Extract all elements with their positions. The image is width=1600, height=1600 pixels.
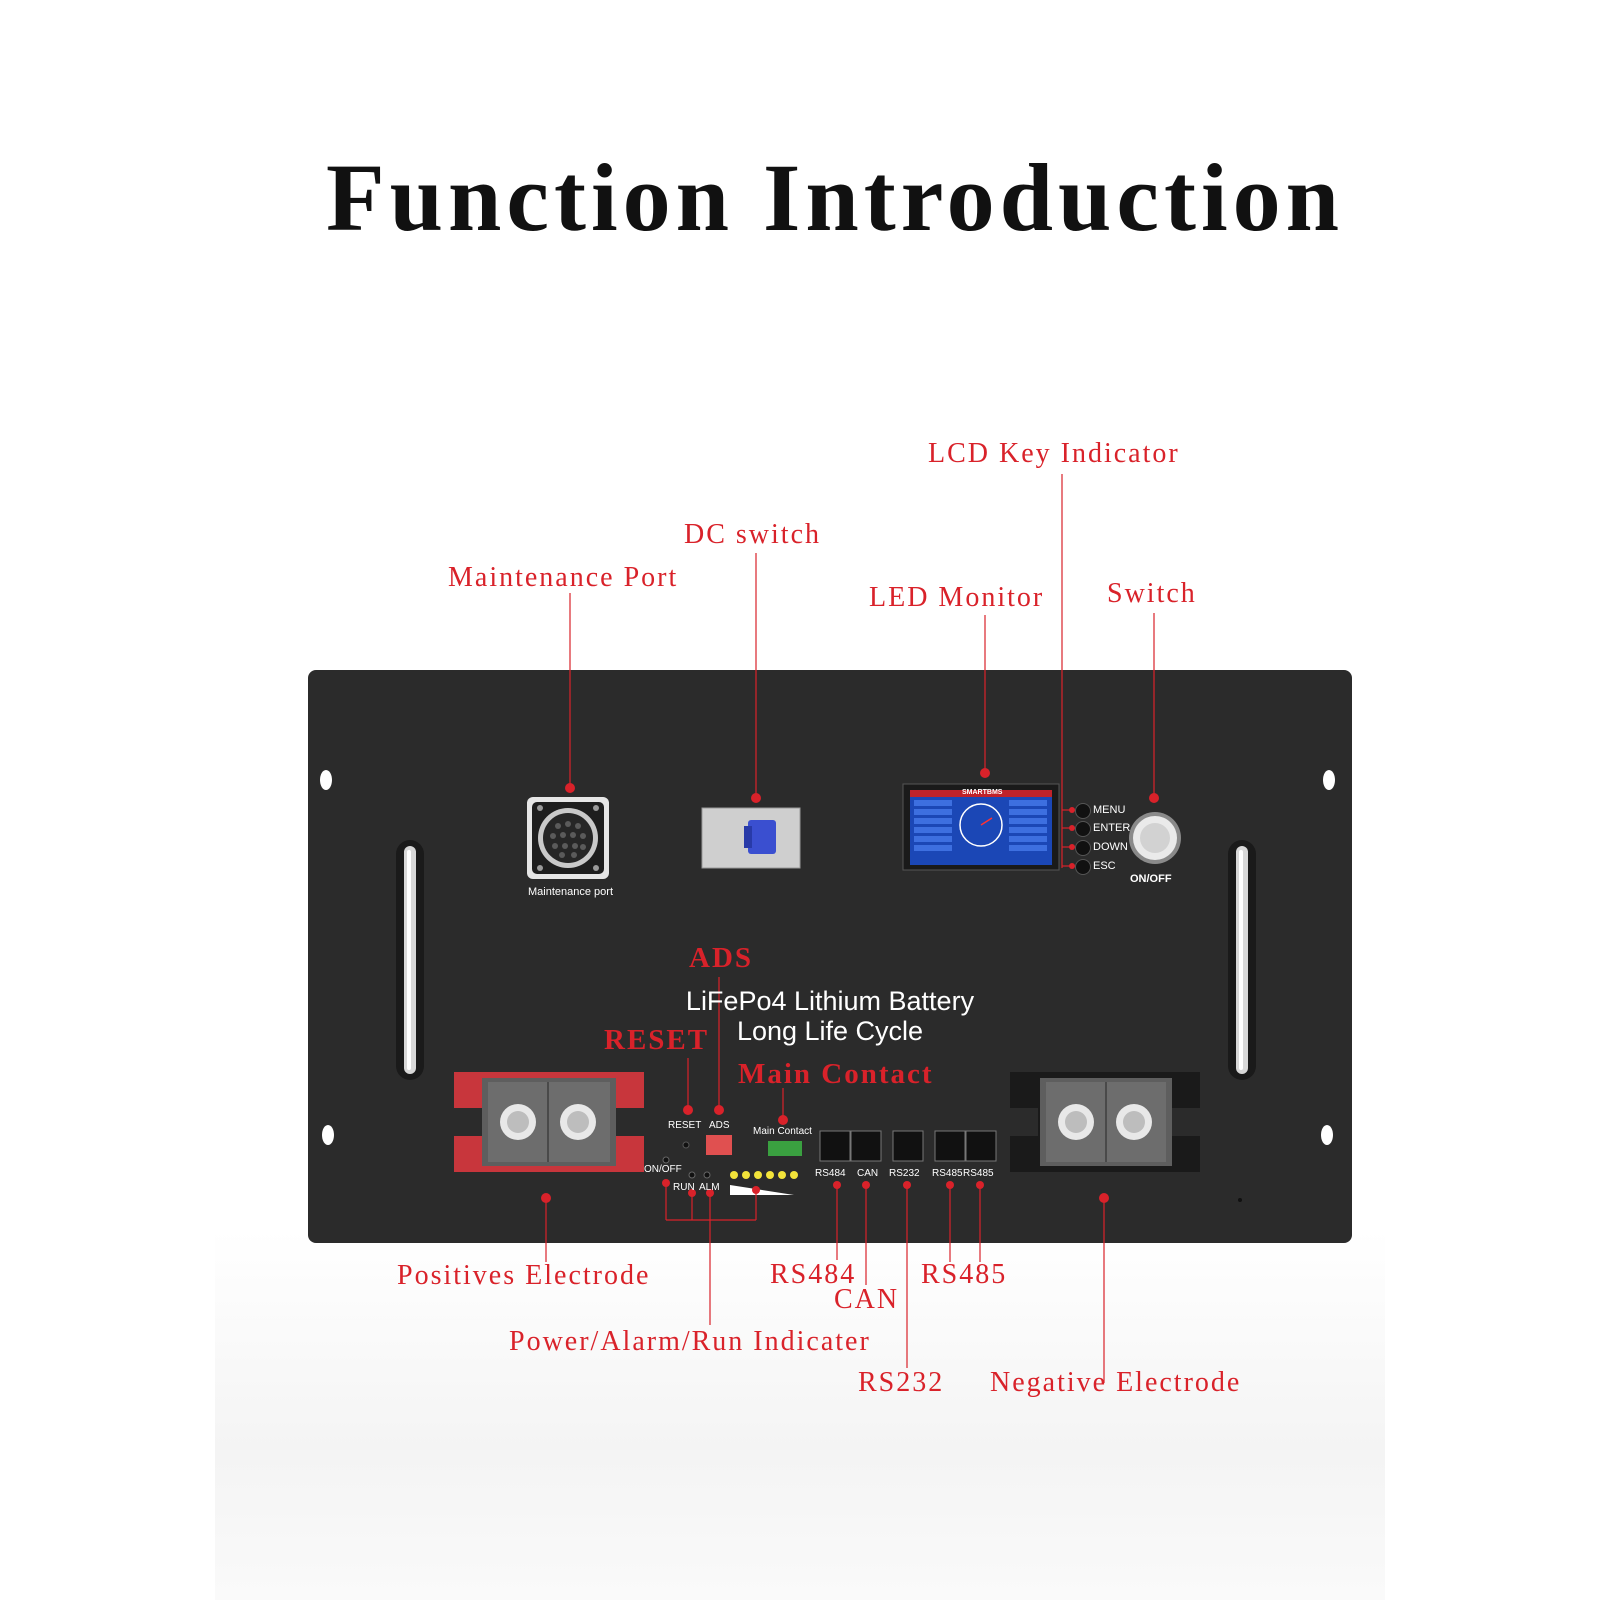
- callout-dc-switch: DC switch: [684, 519, 821, 550]
- lcd-screen-graphic: [902, 783, 1060, 871]
- ads-dip-switch: [706, 1135, 732, 1155]
- down-key[interactable]: [1075, 840, 1091, 856]
- mount-hole-top-right: [1323, 770, 1335, 790]
- callout-positives-electrode: Positives Electrode: [397, 1260, 651, 1291]
- onoff-switch-graphic: [1129, 812, 1181, 864]
- main-contact-terminal: [768, 1141, 802, 1156]
- callout-switch: Switch: [1107, 578, 1197, 609]
- menu-key[interactable]: [1075, 803, 1091, 819]
- port-label-rs485-a: RS485: [932, 1168, 963, 1179]
- down-key-label: DOWN: [1093, 841, 1128, 853]
- mount-hole-bottom-left: [322, 1125, 334, 1145]
- port-label-rs484: RS484: [815, 1168, 846, 1179]
- callout-maintenance-port: Maintenance Port: [448, 562, 679, 593]
- reset-hole: [682, 1141, 690, 1149]
- panel-screw: [1238, 1198, 1242, 1202]
- maintenance-port-label: Maintenance port: [528, 886, 613, 898]
- leader-lines: [545, 474, 1155, 1383]
- callout-main-contact: Main Contact: [738, 1058, 934, 1090]
- run-led: [688, 1171, 696, 1179]
- reset-label: RESET: [668, 1120, 702, 1131]
- esc-key[interactable]: [1075, 859, 1091, 875]
- onoff-led: [662, 1156, 670, 1164]
- callout-rs485: RS485: [921, 1259, 1008, 1290]
- leader-dots: [541, 768, 1159, 1203]
- callout-lcd-key-indicator: LCD Key Indicator: [928, 438, 1180, 469]
- background-floor: [215, 1230, 1385, 1600]
- callout-ads: ADS: [689, 942, 754, 974]
- rj45-ports: [819, 1130, 997, 1162]
- soc-led-row: [730, 1171, 798, 1179]
- maintenance-port-connector: [527, 797, 609, 879]
- mount-hole-top-left: [320, 770, 332, 790]
- port-label-rs232: RS232: [889, 1168, 920, 1179]
- alm-led: [703, 1171, 711, 1179]
- page-title: Function Introduction: [325, 144, 1345, 251]
- enter-key-label: ENTER: [1093, 822, 1131, 834]
- run-label: RUN: [673, 1182, 695, 1193]
- soc-wedge: [730, 1185, 794, 1195]
- negative-terminal-graphic: [1010, 1072, 1200, 1172]
- onoff-small-label: ON/OFF: [644, 1164, 682, 1175]
- right-handle: [1228, 840, 1256, 1080]
- menu-key-label: MENU: [1093, 804, 1126, 816]
- ads-label: ADS: [709, 1120, 730, 1131]
- callout-negative-electrode: Negative Electrode: [990, 1367, 1242, 1398]
- mount-hole-bottom-right: [1321, 1125, 1333, 1145]
- positive-terminal-graphic: [454, 1072, 644, 1172]
- callout-rs484: RS484: [770, 1259, 857, 1290]
- callout-led-monitor: LED Monitor: [869, 582, 1045, 613]
- port-label-can: CAN: [857, 1168, 879, 1179]
- callout-reset: RESET: [604, 1024, 710, 1056]
- callout-can: CAN: [834, 1284, 900, 1315]
- callout-rs232: RS232: [858, 1367, 945, 1398]
- callout-power-alarm-run: Power/Alarm/Run Indicater: [509, 1326, 871, 1357]
- brand-line-1: LiFePo4 Lithium Battery: [685, 986, 975, 1016]
- main-contact-label: Main Contact: [753, 1126, 812, 1137]
- enter-key[interactable]: [1075, 821, 1091, 837]
- brand-line-2: Long Life Cycle: [736, 1016, 924, 1046]
- dc-switch-graphic: [701, 807, 801, 869]
- esc-key-label: ESC: [1093, 860, 1116, 872]
- alm-label: ALM: [699, 1182, 720, 1193]
- port-label-rs485-b: RS485: [963, 1168, 994, 1179]
- onoff-label: ON/OFF: [1130, 873, 1172, 885]
- lcd-header: SMARTBMS: [962, 789, 1003, 796]
- left-handle: [396, 840, 424, 1080]
